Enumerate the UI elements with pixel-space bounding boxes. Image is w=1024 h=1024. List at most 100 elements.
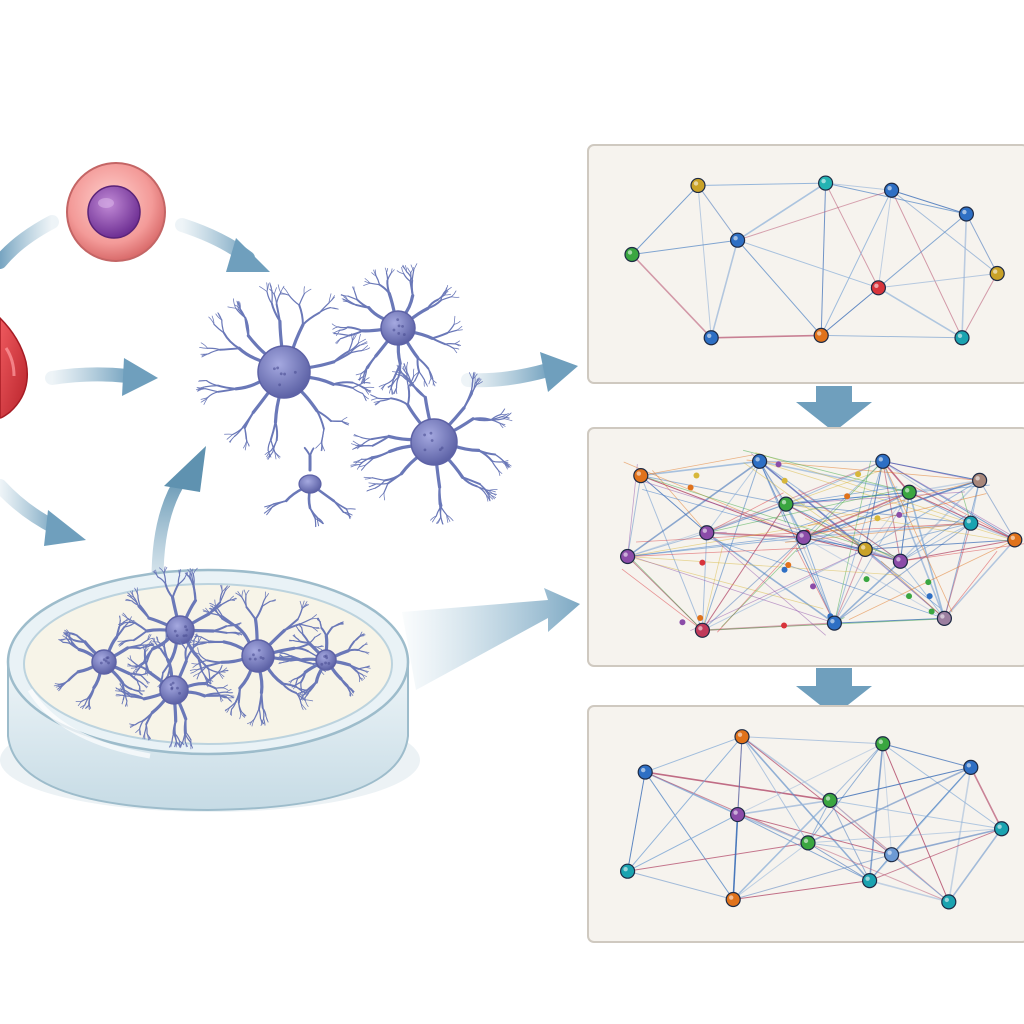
network-edge — [785, 491, 965, 505]
network-edge — [820, 287, 879, 336]
network-edge — [825, 182, 892, 191]
network-edge — [640, 475, 708, 534]
network-edge — [737, 189, 892, 241]
network-node — [875, 453, 891, 469]
dish-cell — [53, 615, 155, 710]
network-edge — [877, 190, 893, 288]
network-edge — [640, 475, 703, 631]
network-edge — [644, 771, 734, 900]
minor-node — [785, 562, 792, 569]
dish-cell-soma — [315, 649, 337, 671]
network-edge — [737, 239, 822, 336]
network-edge — [741, 736, 871, 882]
network-node — [954, 330, 970, 346]
dish-cell-soma — [241, 639, 275, 673]
network-edge — [706, 532, 835, 624]
network-graph-2 — [619, 449, 1024, 638]
network-node — [703, 330, 719, 346]
network-node — [619, 548, 636, 565]
network-edge — [878, 273, 998, 289]
network-edge — [627, 771, 646, 872]
network-edge — [737, 814, 892, 856]
network-node — [624, 246, 640, 263]
network-edge — [878, 213, 967, 289]
network-node — [963, 515, 979, 531]
network-node — [826, 615, 843, 631]
network-edge — [864, 461, 884, 550]
network-edge — [908, 492, 946, 619]
network-edge — [697, 182, 826, 186]
network-edge — [785, 503, 866, 550]
network-edge — [891, 190, 963, 338]
arrow-cells-to-panel1-head — [540, 352, 578, 392]
network-edge — [741, 736, 883, 745]
network-node — [729, 806, 746, 823]
network-edge — [834, 522, 972, 624]
network-edge — [829, 766, 971, 801]
network-edge — [979, 480, 1016, 541]
network-edge — [706, 461, 761, 534]
network-edge — [891, 767, 972, 856]
network-edge — [621, 568, 703, 631]
network-node — [800, 835, 816, 851]
network-edge — [785, 486, 898, 505]
network-edge — [865, 539, 1015, 550]
network-node — [699, 525, 715, 541]
network-edge — [848, 539, 1015, 620]
network-edge — [733, 854, 892, 901]
network-edge — [807, 842, 870, 882]
network-edge — [732, 814, 739, 900]
network-edge — [829, 743, 884, 801]
network-edge — [803, 522, 971, 539]
network-edge — [759, 460, 910, 494]
network-edge — [829, 800, 871, 881]
network-edge — [900, 522, 972, 562]
network-edge — [627, 736, 743, 872]
network-edge — [807, 842, 949, 903]
minor-node — [844, 493, 851, 500]
network-edge — [882, 743, 950, 903]
network-edge — [882, 743, 893, 855]
dish-cells — [53, 566, 371, 750]
network-edge — [807, 743, 884, 844]
arrow-dish-to-cells-head — [164, 446, 206, 492]
minor-node — [781, 622, 788, 629]
microglia-cell-icon-soma — [380, 310, 416, 346]
network-edge — [820, 190, 893, 336]
network-graph-3 — [619, 729, 1010, 910]
network-node — [637, 764, 653, 780]
network-edge — [737, 813, 809, 844]
network-node — [1007, 532, 1023, 548]
network-node — [883, 182, 900, 198]
network-edge — [869, 879, 950, 903]
network-edge — [702, 537, 804, 631]
dish-cell — [114, 631, 235, 750]
network-node — [892, 553, 909, 569]
network-node — [941, 894, 957, 910]
minor-node — [925, 579, 932, 586]
network-edge — [900, 515, 967, 562]
minor-node — [810, 583, 817, 590]
network-edge — [640, 454, 753, 476]
arrow-drop-to-dish-head — [44, 510, 86, 546]
dish-inner-rim — [23, 583, 393, 745]
network-edge — [627, 536, 804, 558]
dish-cell-soma — [159, 675, 189, 705]
network-node — [778, 496, 794, 512]
network-edge — [869, 828, 1002, 882]
network-edge — [622, 549, 703, 631]
network-node — [875, 736, 891, 752]
network-node — [958, 206, 975, 222]
arrow-dish-to-panel2 — [402, 588, 580, 690]
network-edge — [640, 460, 760, 477]
network-edge — [965, 213, 998, 274]
differentiated-cells — [195, 263, 513, 528]
network-node — [795, 529, 812, 546]
network-node — [883, 847, 900, 863]
minor-node — [687, 484, 694, 491]
network-edge — [627, 547, 806, 557]
network-edge — [759, 461, 787, 523]
network-edge — [880, 560, 945, 619]
network-edge — [900, 560, 945, 619]
network-edge — [701, 532, 708, 631]
